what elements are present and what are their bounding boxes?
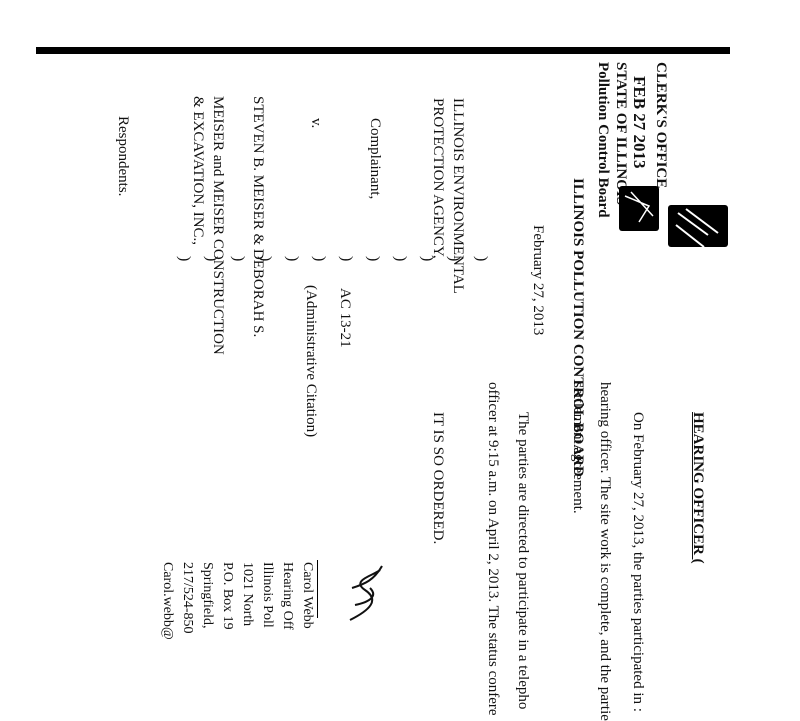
case-type: (Administrative Citation) (303, 285, 319, 438)
complainant-line1: ILLINOIS ENVIRONMENTAL (450, 98, 466, 294)
document-page: CLERK'S OFFICE FEB 27 2013 STATE OF ILLI… (36, 47, 730, 721)
signature-line (317, 560, 318, 618)
sig-line2: Hearing Off (280, 562, 295, 630)
paren-5: ) (365, 256, 382, 262)
order-para1-line2: hearing officer. The site work is comple… (597, 382, 613, 721)
stamp-state: STATE OF ILLINOIS (613, 62, 629, 206)
sig-line5: P.O. Box 19 (220, 562, 235, 630)
paren-3: ) (419, 256, 436, 262)
versus: v. (308, 118, 324, 129)
stamp-mark-1 (619, 186, 659, 231)
respondent-line3: & EXCAVATION, INC., (190, 96, 206, 246)
stamp-scrawl (675, 208, 719, 248)
sig-line7: 217/524-850 (180, 562, 195, 634)
order-para1-line1: On February 27, 2013, the parties partic… (630, 412, 646, 712)
stamp-office: CLERK'S OFFICE (653, 62, 669, 189)
order-para1-line3: settlement agreement. (570, 382, 586, 514)
complainant-line2: PROTECTION AGENCY, (430, 98, 446, 259)
respondent-line2: MEISER and MEISER CONSTRUCTION (210, 96, 226, 355)
paren-4: ) (392, 256, 409, 262)
sig-line1: Carol Webb (300, 562, 315, 629)
redaction-bar (36, 47, 730, 54)
paren-6: ) (338, 256, 355, 262)
paren-2: ) (446, 256, 463, 262)
order-para2-line1: The parties are directed to participate … (515, 412, 531, 710)
paren-9: ) (257, 256, 274, 262)
paren-8: ) (284, 256, 301, 262)
paren-1: ) (473, 256, 490, 262)
paren-12: ) (176, 256, 193, 262)
paren-7: ) (311, 256, 328, 262)
case-number: AC 13-21 (337, 288, 353, 348)
handwritten-signature (349, 565, 383, 621)
stamp-scrawl-2 (624, 191, 654, 223)
complainant-role: Complainant, (367, 118, 383, 200)
respondent-line1: STEVEN B. MEISER & DEBORAH S. (250, 96, 266, 338)
order-closing: IT IS SO ORDERED. (430, 412, 446, 545)
paren-10: ) (230, 256, 247, 262)
stamp-date: FEB 27 2013 (630, 76, 649, 169)
sig-line6: Springfield, (200, 562, 215, 629)
paren-11: ) (203, 256, 220, 262)
order-para2-line2: officer at 9:15 a.m. on April 2, 2013. T… (485, 382, 501, 716)
order-date: February 27, 2013 (530, 225, 546, 336)
sig-line8: Carol.webb@ (160, 562, 175, 640)
order-heading: HEARING OFFICER ( (690, 412, 706, 564)
sig-line4: 1021 North (240, 562, 255, 627)
respondent-role: Respondents. (115, 116, 131, 197)
stamp-board: Pollution Control Board (595, 62, 611, 218)
